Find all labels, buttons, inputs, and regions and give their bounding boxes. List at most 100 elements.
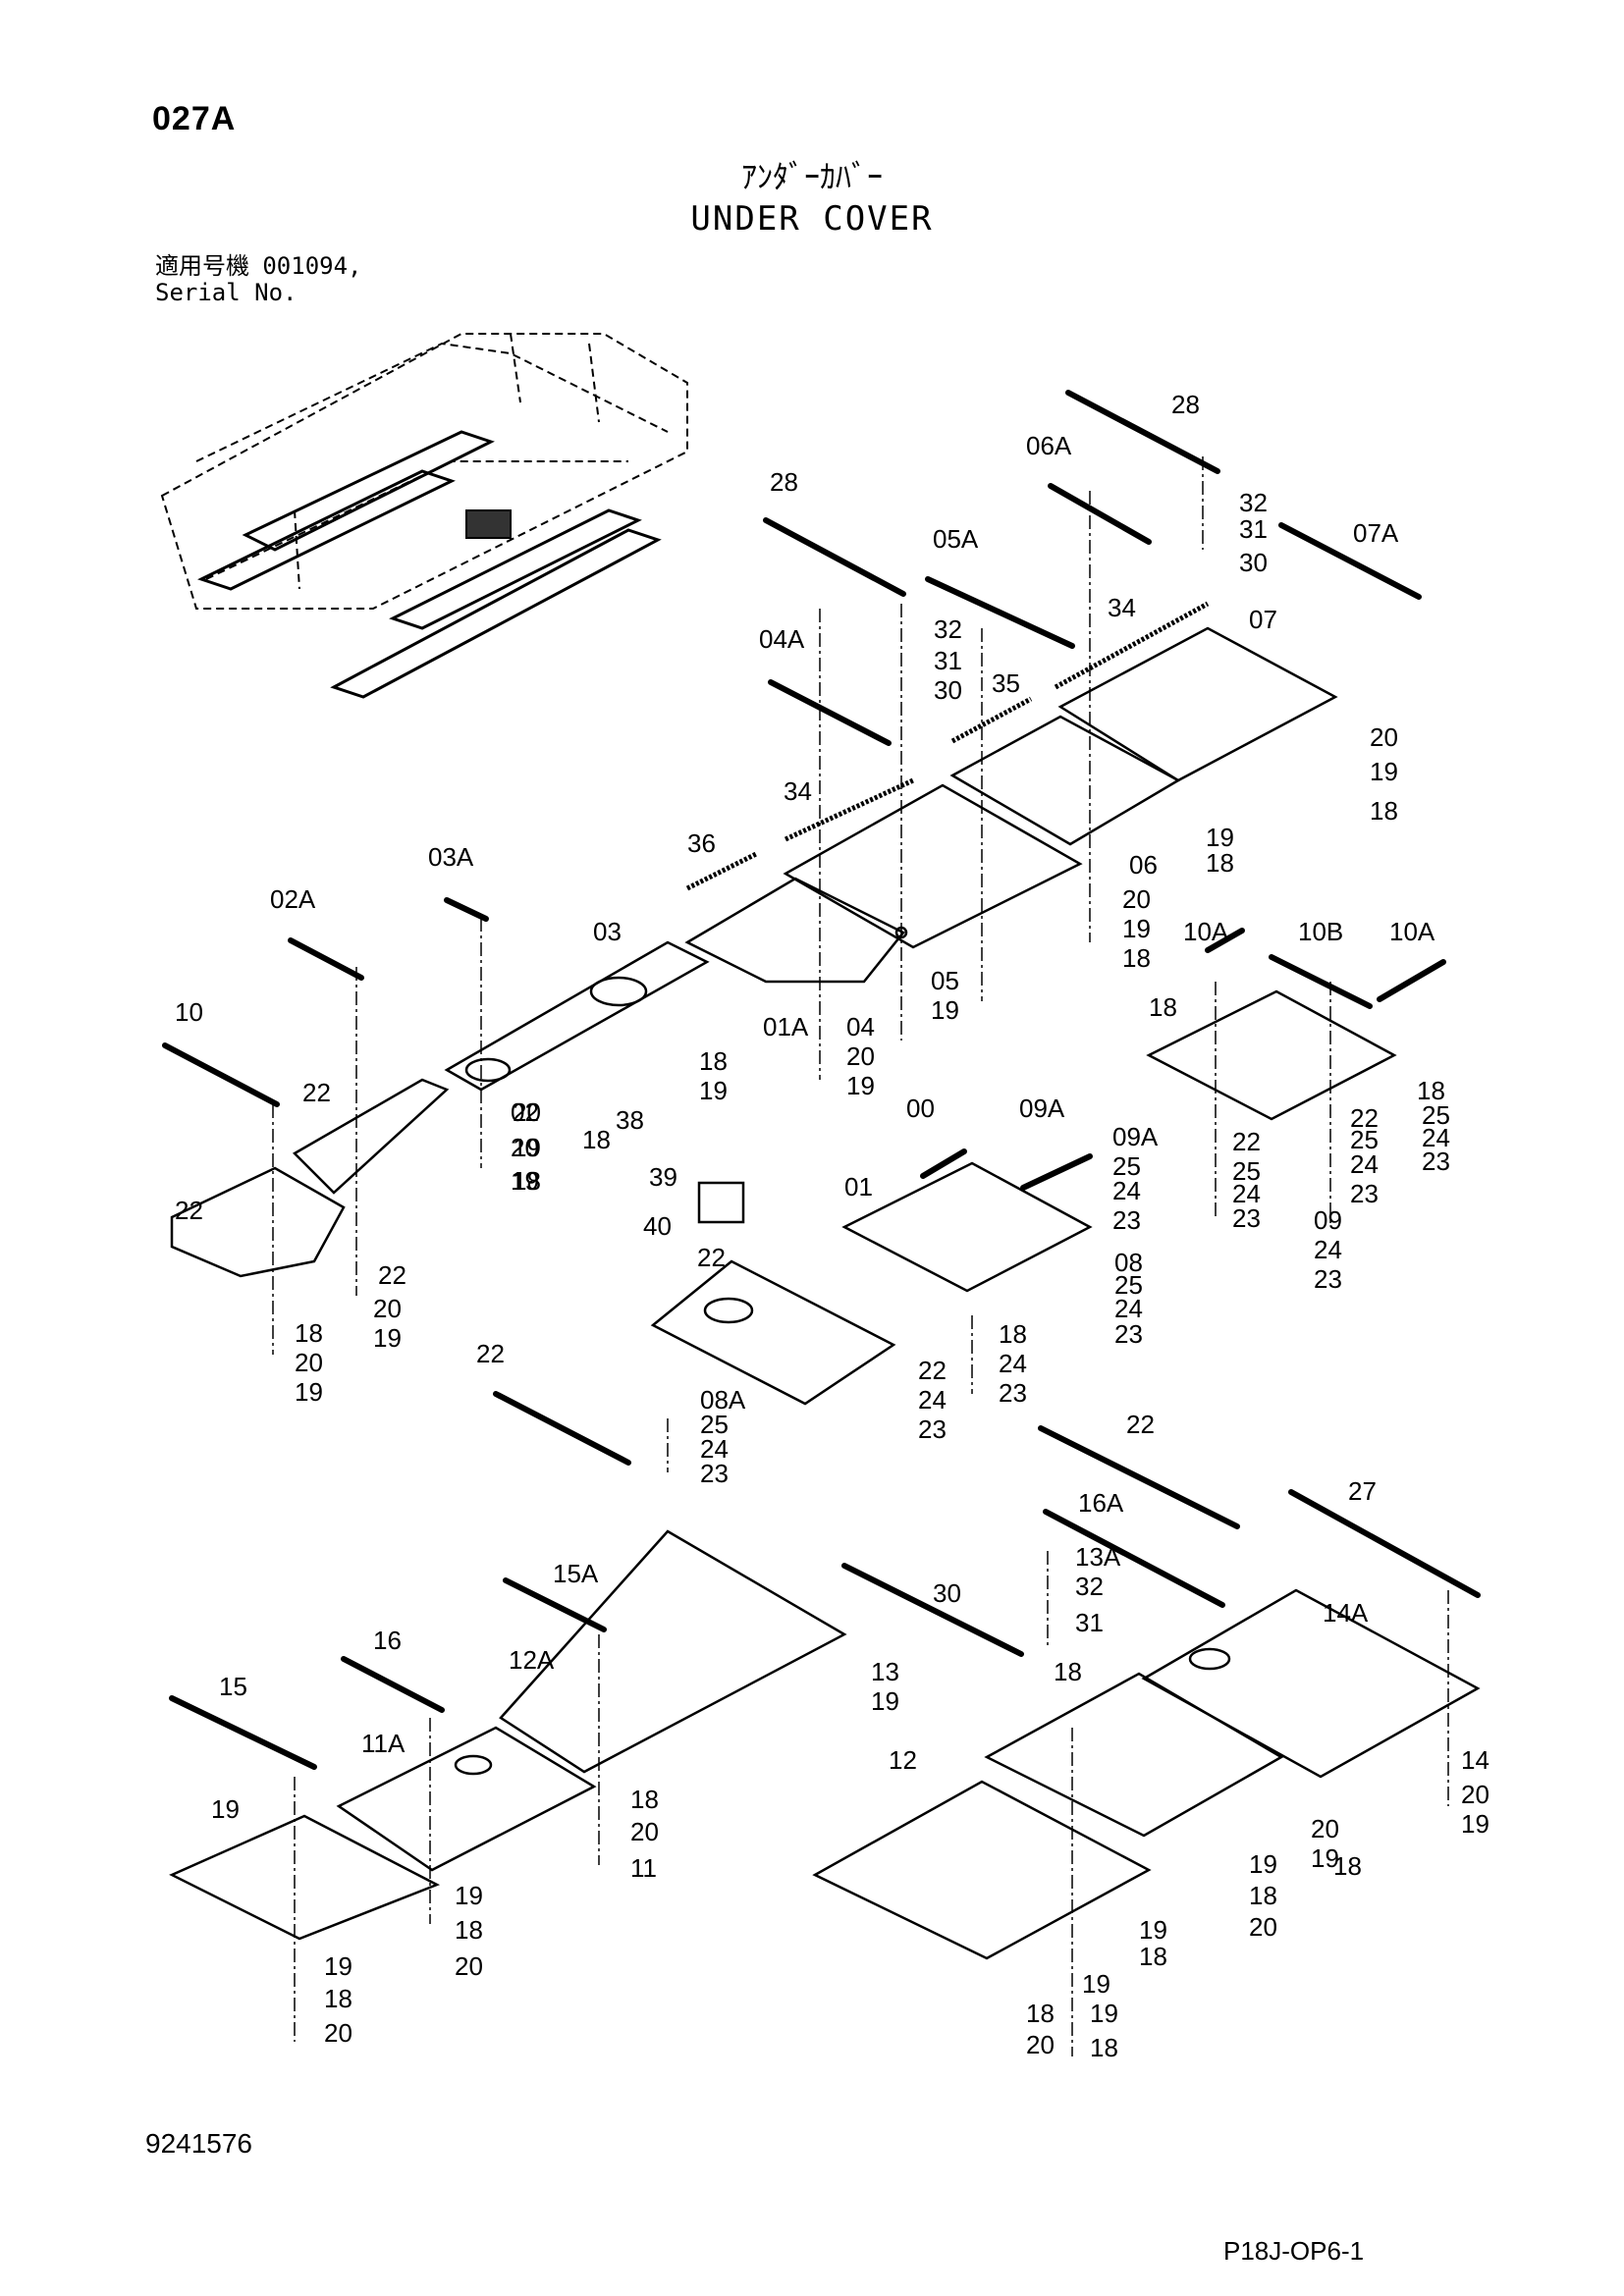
callout: 22 <box>302 1078 331 1107</box>
callout: 19 <box>931 995 959 1025</box>
callout: 24 <box>1314 1235 1342 1264</box>
callout: 04 <box>846 1012 875 1041</box>
callout: 23 <box>999 1378 1027 1408</box>
callout: 18 <box>1333 1851 1362 1881</box>
callout: 32 <box>1075 1572 1104 1601</box>
callout: 20 <box>1461 1780 1489 1809</box>
callout: 34 <box>1108 593 1136 622</box>
callout: 18 <box>699 1046 728 1076</box>
callout: 20 <box>846 1041 875 1071</box>
serial-value: 001094, <box>262 252 362 280</box>
callout: 18 <box>295 1318 323 1348</box>
callout: 19 <box>1461 1809 1489 1839</box>
callout: 09A <box>1019 1094 1065 1123</box>
callout: 19 <box>324 1951 352 1981</box>
callout: 08 <box>1114 1248 1143 1277</box>
callout: 02 <box>511 1097 539 1127</box>
callout: 23 <box>700 1459 729 1488</box>
upper-cover-plates <box>170 626 1397 1406</box>
page-reference: P18J-OP6-1 <box>1223 2236 1365 2266</box>
callout: 31 <box>1075 1608 1104 1637</box>
callout: 07 <box>1249 605 1277 634</box>
callout: 31 <box>1239 514 1268 544</box>
callout: 07A <box>1353 518 1399 548</box>
callout: 19 <box>1311 1843 1339 1873</box>
callout: 20 <box>373 1294 402 1323</box>
callout: 36 <box>687 828 716 858</box>
callout: 23 <box>1112 1205 1141 1235</box>
callout: 18 <box>1090 2033 1118 2062</box>
mounting-strips <box>162 390 1481 1770</box>
callout: 05 <box>931 966 959 995</box>
serial-label-jp: 適用号機 <box>155 253 249 280</box>
callout: 22 <box>697 1243 726 1272</box>
page-code: 027A <box>152 100 237 137</box>
callout: 23 <box>1114 1319 1143 1349</box>
part-03-plate <box>444 940 710 1092</box>
callout: 09A <box>1112 1122 1159 1151</box>
callout: 22 <box>1126 1410 1155 1439</box>
callout: 19 <box>871 1686 899 1716</box>
callout: 35 <box>992 668 1020 698</box>
title-japanese: ｱﾝﾀﾞｰｶﾊﾞｰ <box>740 159 883 194</box>
callout: 40 <box>643 1211 672 1241</box>
callout: 23 <box>1314 1264 1342 1294</box>
callout: 18 <box>1249 1881 1277 1910</box>
callout: 20 <box>1370 722 1398 752</box>
callout: 19 <box>1122 914 1151 943</box>
callout: 12 <box>889 1745 917 1775</box>
callout: 18 <box>513 1166 541 1196</box>
callout: 19 <box>1139 1915 1167 1945</box>
callout-labels: 28 06A 32 31 30 07A 28 05A 32 31 30 04A … <box>175 390 1489 2062</box>
callout: 25 <box>1350 1125 1379 1154</box>
callout: 15A <box>553 1559 599 1588</box>
part-11-plate <box>169 1814 441 1941</box>
callout: 23 <box>1350 1179 1379 1208</box>
callout: 24 <box>700 1434 729 1464</box>
part-04-plate <box>684 877 905 984</box>
callout: 24 <box>1112 1176 1141 1205</box>
part-16-plate <box>1141 1588 1481 1779</box>
callout: 22 <box>378 1260 406 1290</box>
callout: 22 <box>175 1196 203 1225</box>
callout: 10A <box>1389 917 1435 946</box>
callout: 39 <box>649 1162 677 1192</box>
callout: 19 <box>513 1133 541 1162</box>
part-08-plate <box>650 1259 896 1406</box>
callout: 19 <box>1082 1969 1110 1999</box>
callout: 31 <box>934 646 962 675</box>
callout: 20 <box>511 1133 539 1162</box>
callout: 18 <box>1026 1999 1055 2028</box>
callout: 19 <box>1206 823 1234 852</box>
callout: 06 <box>1129 850 1158 880</box>
document-number: 9241576 <box>145 2128 253 2159</box>
callout: 25 <box>1114 1270 1143 1300</box>
callout: 16A <box>1078 1488 1124 1518</box>
callout: 10 <box>175 997 203 1027</box>
callout: 25 <box>700 1410 729 1439</box>
callout: 22 <box>918 1356 947 1385</box>
callout: 18 <box>582 1125 611 1154</box>
callout: 18 <box>324 1984 352 2013</box>
callout: 32 <box>934 614 962 644</box>
callout: 20 <box>455 1951 483 1981</box>
callout: 04A <box>759 624 805 654</box>
part-02-plate <box>292 1078 450 1195</box>
callout: 19 <box>1249 1849 1277 1879</box>
callout: 20 <box>1026 2030 1055 2059</box>
callout: 02A <box>270 884 316 914</box>
callout: 18 <box>1417 1076 1445 1105</box>
callout: 13 <box>871 1657 899 1686</box>
callout: 18 <box>1149 992 1177 1022</box>
callout: 03 <box>593 917 622 946</box>
callout: 09 <box>1314 1205 1342 1235</box>
callout: 30 <box>934 675 962 705</box>
callout: 18 <box>1139 1942 1167 1971</box>
callout: 20 <box>324 2018 352 2048</box>
callout: 24 <box>1232 1179 1261 1208</box>
callout: 20 <box>513 1097 541 1127</box>
callout: 28 <box>770 467 798 497</box>
callout: 19 <box>295 1377 323 1407</box>
part-00-bracket <box>697 1181 745 1224</box>
callout: 18 <box>1370 796 1398 826</box>
